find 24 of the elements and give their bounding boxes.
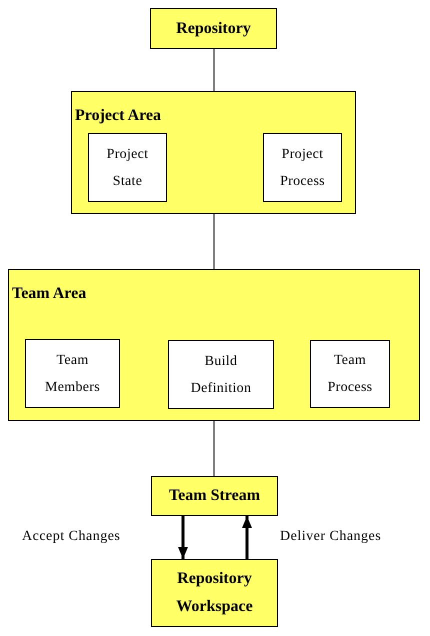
node-label: Repository [176,18,251,38]
area-panel [8,269,420,421]
area-panel [71,91,356,214]
process-box [150,8,277,49]
component-box [168,340,274,409]
arrow [242,516,252,559]
process-box [151,476,278,516]
node-label: Project Process [280,146,325,190]
edge-label: Deliver Changes [280,528,382,546]
area-title: Project Area [75,106,162,126]
node-label: Team Members [45,352,100,396]
node-label: Build Definition [190,352,252,398]
edge-label: Accept Changes [22,528,120,546]
component-box [310,340,390,408]
node-label: Team Process [328,352,372,397]
node-label: Team Stream [168,486,260,506]
component-box [25,339,120,408]
node-label: Repository Workspace [175,569,254,617]
component-box [263,133,342,202]
arrow [178,516,188,559]
component-box [88,133,167,202]
node-label: Project State [106,146,148,190]
process-box [151,559,278,627]
area-title: Team Area [12,284,86,304]
